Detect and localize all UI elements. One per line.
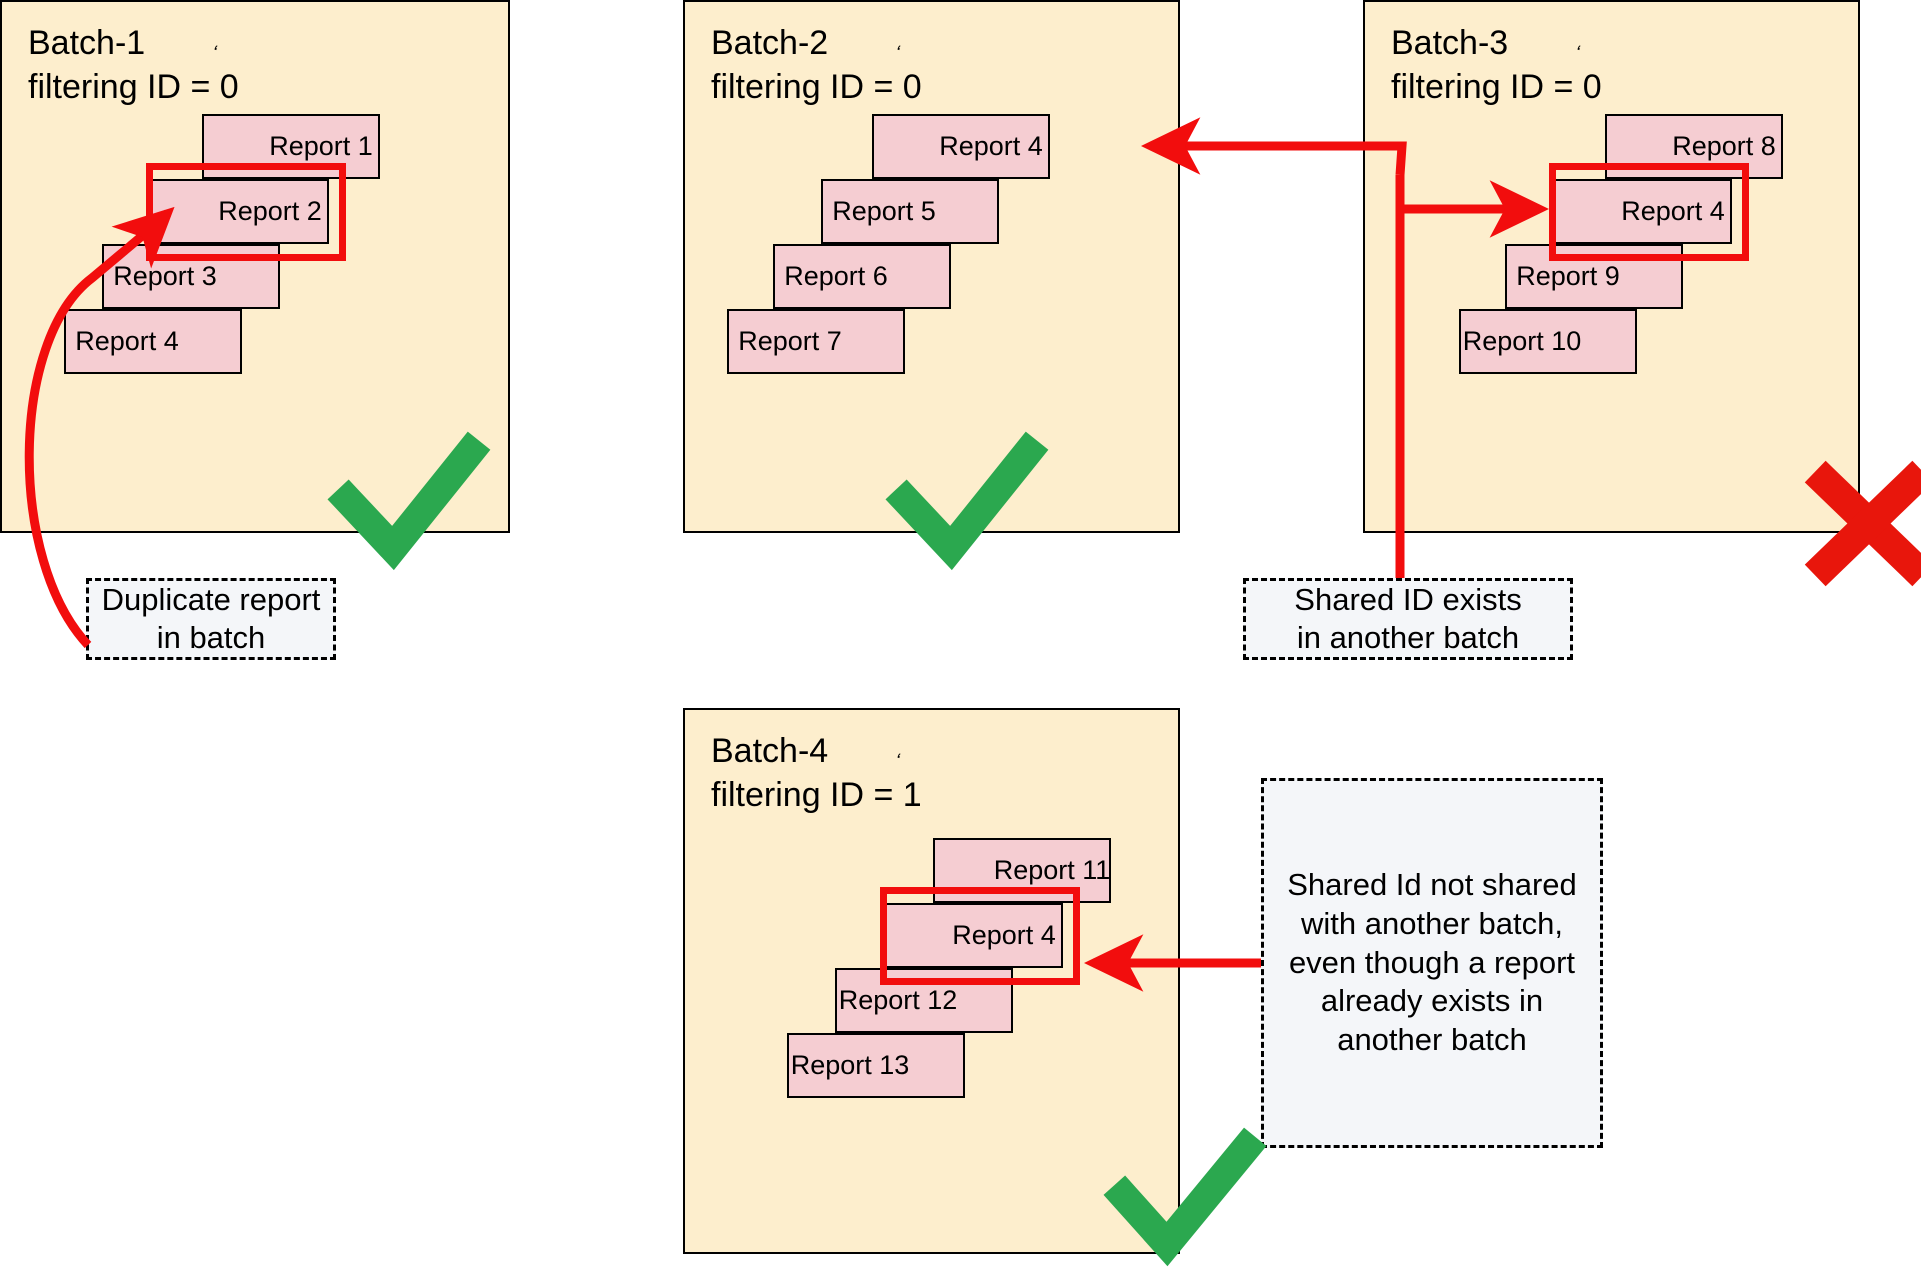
batch-2-card-report-5[interactable]: Report 5 [821,179,999,244]
batch-4-card-label-0: Report 11 [993,855,1111,885]
batch-1-card-report-2[interactable]: Report 2 [151,179,329,244]
batch-2-card-label-3: Report 7 [738,326,842,356]
batch-4-card-label-1: Report 4 [952,920,1056,950]
batch-2-card-report-4[interactable]: Report 4 [872,114,1050,179]
batch-1-card-report-4[interactable]: Report 4 [64,309,242,374]
batch-1-filter-label: filtering ID = 0 [28,67,239,106]
batch-2-title: Batch-2 filtering ID = 0 [711,22,922,109]
batch-3-card-label-0: Report 8 [1672,131,1776,161]
batch-4-highlight-box [880,887,1080,985]
callout-not-shared-text: Shared Id not shared with another batch,… [1287,867,1577,1058]
batch-1-card-label-1: Report 2 [218,196,322,226]
batch-4-filter-label: filtering ID = 1 [711,775,922,814]
callout-duplicate-line1: Duplicate report [101,582,321,618]
batch-1-card-label-2: Report 3 [113,261,217,291]
batch-4-card-report-4[interactable]: Report 4 [885,903,1063,968]
batch-1-title: Batch-1 filtering ID = 0 [28,22,239,109]
batch-2-filter-label: filtering ID = 0 [711,67,922,106]
batch-4-name: Batch-4 [711,732,829,770]
batch-3-name: Batch-3 [1391,24,1509,62]
batch-3-card-report-4[interactable]: Report 4 [1554,179,1732,244]
batch-1-highlight-box [146,163,346,261]
batch-2-card-report-6[interactable]: Report 6 [773,244,951,309]
batch-3-filter-label: filtering ID = 0 [1391,67,1602,106]
batch-4-card-label-2: Report 12 [838,985,958,1015]
callout-shared-exists-line1: Shared ID exists [1294,582,1522,618]
batch-4-card-label-3: Report 13 [790,1050,910,1080]
batch-2-card-report-7[interactable]: Report 7 [727,309,905,374]
batch-2-card-label-0: Report 4 [939,131,1043,161]
callout-duplicate-line2: in batch [156,620,266,655]
callout-shared-id-not-shared: Shared Id not shared with another batch,… [1261,778,1603,1148]
batch-3-card-report-10[interactable]: Report 10 [1459,309,1637,374]
batch-1-name: Batch-1 [28,24,146,62]
batch-3-highlight-box [1549,163,1749,261]
batch-1-card-label-3: Report 4 [75,326,179,356]
batch-3-title: Batch-3 filtering ID = 0 [1391,22,1602,109]
batch-4-title: Batch-4 filtering ID = 1 [711,730,922,817]
batch-3-card-label-3: Report 10 [1462,326,1582,356]
batch-3-card-label-1: Report 4 [1621,196,1725,226]
callout-shared-id-exists: Shared ID exists in another batch [1243,578,1573,660]
batch-2-name: Batch-2 [711,24,829,62]
batch-3-card-label-2: Report 9 [1516,261,1620,291]
callout-shared-exists-line2: in another batch [1296,620,1520,655]
callout-duplicate-report: Duplicate report in batch [86,578,336,660]
batch-1-card-label-0: Report 1 [269,131,373,161]
batch-4-card-report-13[interactable]: Report 13 [787,1033,965,1098]
batch-2-card-label-2: Report 6 [784,261,888,291]
batch-2-card-label-1: Report 5 [832,196,936,226]
